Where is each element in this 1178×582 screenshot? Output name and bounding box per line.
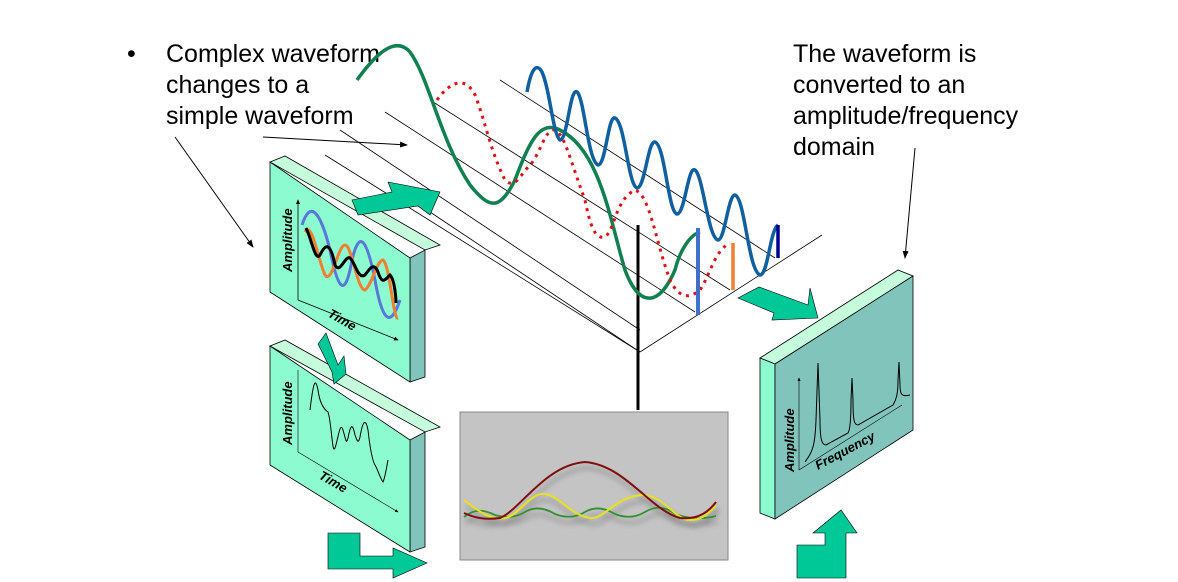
caption-line: changes to a xyxy=(166,71,310,99)
caption-line: Complex waveform xyxy=(166,40,380,68)
caption-line: The waveform is xyxy=(793,40,977,68)
wave-red-dotted-harmonic xyxy=(435,81,731,298)
grid-line xyxy=(499,79,776,259)
caption-line: amplitude/frequency xyxy=(793,102,1019,130)
panel-face xyxy=(774,275,914,520)
panel-complex-time: Amplitude Time xyxy=(269,339,441,553)
panel-side xyxy=(409,431,426,553)
grid-line xyxy=(429,211,641,353)
caption-frequency-domain: The waveform is converted to an amplitud… xyxy=(793,39,1073,163)
arrow-to-freq-panel xyxy=(737,286,819,321)
panel-y-label: Amplitude xyxy=(280,381,295,446)
caption-line: simple waveform xyxy=(166,102,354,130)
panel-y-label: Amplitude xyxy=(280,208,295,273)
grid-line xyxy=(384,111,696,313)
caption-line: domain xyxy=(793,133,875,161)
caption-complex-to-simple: Complex waveform changes to a simple wav… xyxy=(166,39,426,132)
arrow-l-up-to-freq-panel xyxy=(796,509,858,579)
pointer-line-to-waves xyxy=(262,136,408,148)
panel-side xyxy=(759,357,776,520)
grid-line xyxy=(324,154,641,353)
arrow-up-between-panels xyxy=(317,332,347,385)
pointer-line-to-freq-panel xyxy=(902,147,916,259)
photo-wave-red xyxy=(463,460,717,520)
pointer-line-to-panel xyxy=(174,136,254,248)
grid-line xyxy=(639,234,823,353)
frequency-spectrum-line xyxy=(804,361,911,463)
panel-side xyxy=(409,249,426,383)
panel-x-axis xyxy=(297,451,399,513)
grid-line xyxy=(339,129,641,331)
arrow-l-to-photo xyxy=(327,532,428,579)
panel-face xyxy=(269,345,411,553)
panel-top xyxy=(269,339,441,433)
panel-frequency: Amplitude Frequency xyxy=(759,269,914,520)
bullet-marker: • xyxy=(127,40,136,68)
wave-green-fundamental xyxy=(355,44,701,300)
panel-wave-black xyxy=(304,227,398,304)
panel-x-axis xyxy=(297,299,399,341)
arrow-to-waves xyxy=(351,181,441,216)
wave-blue-high-harmonic xyxy=(525,65,780,277)
panel-wave-complex xyxy=(309,382,389,483)
photo-background xyxy=(459,411,729,561)
photo-wave-yellow xyxy=(463,492,717,522)
panel-x-axis xyxy=(798,404,903,471)
caption-line: converted to an xyxy=(793,71,966,99)
panel-y-label: Amplitude xyxy=(782,408,797,473)
component-waves-photo xyxy=(459,411,729,561)
